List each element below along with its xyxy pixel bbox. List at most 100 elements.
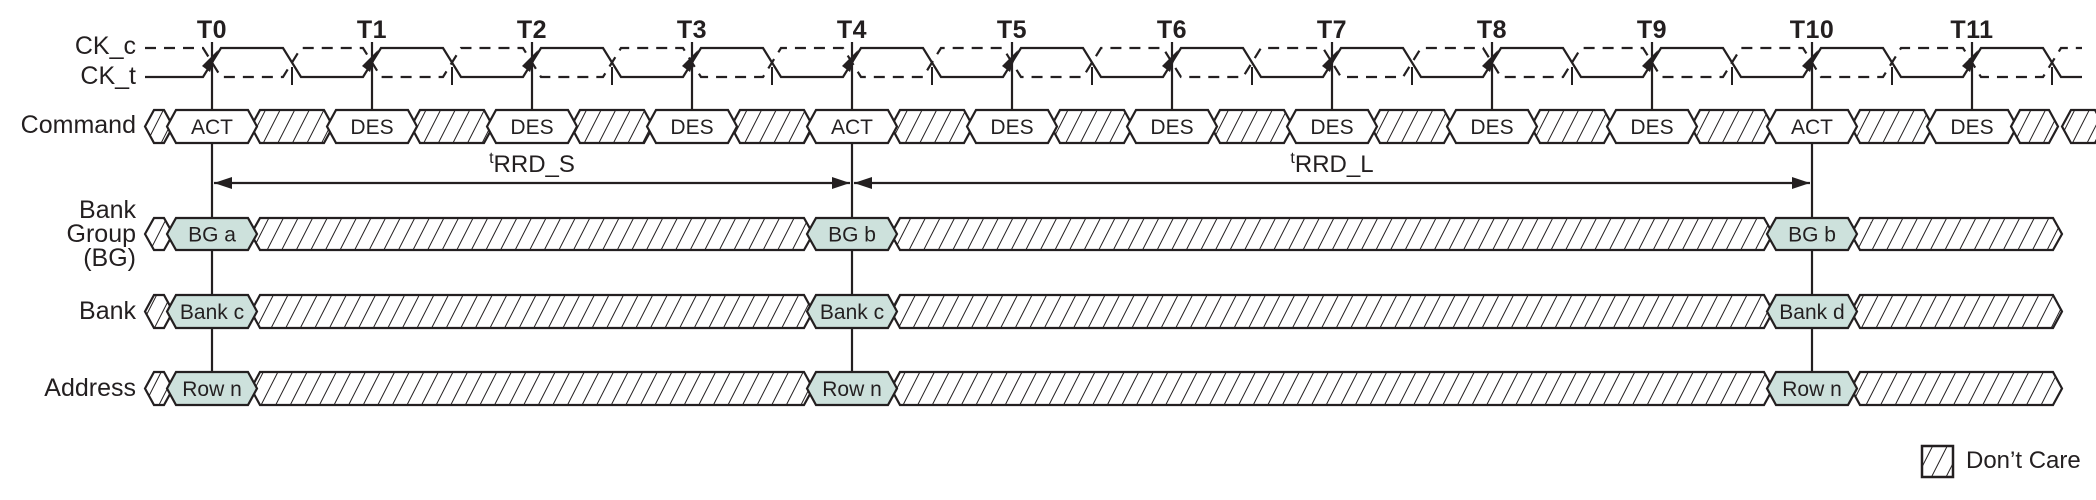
tick-label: T1: [357, 16, 387, 44]
row-label-bank-group: Bank Group (BG): [66, 196, 136, 271]
command-bubble-label: DES: [1310, 116, 1353, 139]
command-bubble-label: DES: [670, 116, 713, 139]
command-bubble-label: ACT: [1791, 116, 1833, 139]
dontcare-bubble: [409, 108, 495, 145]
dontcare-bubble: [1049, 108, 1135, 145]
row-label-command: Command: [20, 111, 136, 139]
command-bubble: [645, 108, 739, 145]
tick-label: T0: [197, 16, 227, 44]
dontcare-bubble: [729, 108, 815, 145]
row-label-bank: Bank: [79, 297, 136, 325]
dontcare-bubble: [889, 216, 1775, 252]
dontcare-bubble: [1529, 108, 1615, 145]
lane-bubble: [805, 293, 899, 330]
command-bubble-label: DES: [1470, 116, 1513, 139]
lane-bubble-label: BG b: [828, 224, 876, 247]
lane-bubble-label: Row n: [1782, 378, 1842, 401]
dontcare-bubble: [1689, 108, 1775, 145]
tick-label: T10: [1790, 16, 1835, 44]
clock-edge-arrow: [1482, 50, 1498, 72]
dontcare-bubble: [1849, 108, 1935, 145]
command-bubble-label: DES: [990, 116, 1033, 139]
dimension-arrowhead-left: [854, 177, 872, 189]
dimension-arrowhead-right: [832, 177, 850, 189]
clock-edge-arrow: [362, 50, 378, 72]
annotation-label: tRRD_L: [1290, 150, 1373, 178]
clock-edge-arrow: [1162, 50, 1178, 72]
tick-label: T9: [1637, 16, 1667, 44]
command-bubble-label: DES: [350, 116, 393, 139]
command-bubble: [805, 108, 899, 145]
clock-edge-arrow: [522, 50, 538, 72]
dimension-arrowhead-right: [1792, 177, 1810, 189]
clock-edge-arrow: [842, 50, 858, 72]
tick-label: T4: [837, 16, 867, 44]
dontcare-bubble: [249, 216, 815, 252]
dontcare-bubble: [889, 293, 1775, 330]
lane-bubble: [805, 216, 899, 252]
signal-label-ck-c: CK_c: [74, 32, 136, 60]
ck-t-waveform: [145, 46, 2082, 79]
command-bubble: [1765, 108, 1859, 145]
row-label-address: Address: [44, 374, 136, 402]
clock-edge-arrow: [1802, 50, 1818, 72]
clock-edge-arrow: [682, 50, 698, 72]
dimension-arrowhead-left: [214, 177, 232, 189]
row-label-bank-group-line1: Bank: [79, 196, 136, 224]
lane-bubble: [1765, 293, 1859, 330]
clock-edge-arrow: [202, 50, 218, 72]
dontcare-bubble: [569, 108, 655, 145]
lane-bubble-label: Row n: [182, 378, 242, 401]
lane-bubble: [1765, 370, 1859, 407]
lane-bubble-label: Bank c: [180, 301, 244, 324]
command-bubble: [1445, 108, 1539, 145]
lane-bubble: [165, 216, 259, 252]
dontcare-bubble: [249, 293, 815, 330]
lane-bubble-label: Bank c: [820, 301, 884, 324]
dontcare-bubble: [1849, 370, 2064, 407]
dontcare-bubble: [1209, 108, 1295, 145]
command-bubble-label: DES: [1150, 116, 1193, 139]
lane-bubble-label: Row n: [822, 378, 882, 401]
dontcare-bubble: [889, 370, 1775, 407]
lane-bubble: [805, 370, 899, 407]
ck-c-waveform: [145, 46, 2082, 79]
lane-bubble-label: BG b: [1788, 224, 1836, 247]
command-bubble: [965, 108, 1059, 145]
command-bubble-label: DES: [510, 116, 553, 139]
tick-label: T11: [1950, 16, 1993, 44]
annotation-label: tRRD_S: [489, 150, 575, 178]
command-bubble-label: DES: [1630, 116, 1673, 139]
dontcare-bubble: [1849, 216, 2064, 252]
lane-bubble: [165, 293, 259, 330]
command-bubble-label: DES: [1950, 116, 1993, 139]
tick-label: T5: [997, 16, 1027, 44]
row-label-bank-group-line2: Group: [66, 220, 136, 248]
legend-label: Don’t Care: [1966, 447, 2081, 474]
command-bubble: [325, 108, 419, 145]
command-bubble-label: ACT: [831, 116, 873, 139]
command-bubble: [1605, 108, 1699, 145]
lane-bubble: [1765, 216, 1859, 252]
dontcare-bubble: [2060, 108, 2096, 145]
signal-label-ck-t: CK_t: [80, 62, 136, 90]
clock-edge-arrow: [1962, 50, 1978, 72]
tick-label: T8: [1477, 16, 1507, 44]
lane-bubble-label: BG a: [188, 224, 236, 247]
tick-label: T7: [1317, 16, 1347, 44]
dontcare-bubble: [1369, 108, 1455, 145]
dontcare-bubble: [249, 108, 335, 145]
command-bubble: [485, 108, 579, 145]
dontcare-bubble: [889, 108, 975, 145]
tick-label: T6: [1157, 16, 1187, 44]
command-bubble: [165, 108, 259, 145]
command-bubble-label: ACT: [191, 116, 233, 139]
dontcare-bubble: [1849, 293, 2064, 330]
legend-dont-care-swatch: [1920, 444, 1955, 479]
dontcare-bubble: [2009, 108, 2060, 145]
command-bubble: [1285, 108, 1379, 145]
clock-edge-arrow: [1322, 50, 1338, 72]
lane-bubble: [165, 370, 259, 407]
